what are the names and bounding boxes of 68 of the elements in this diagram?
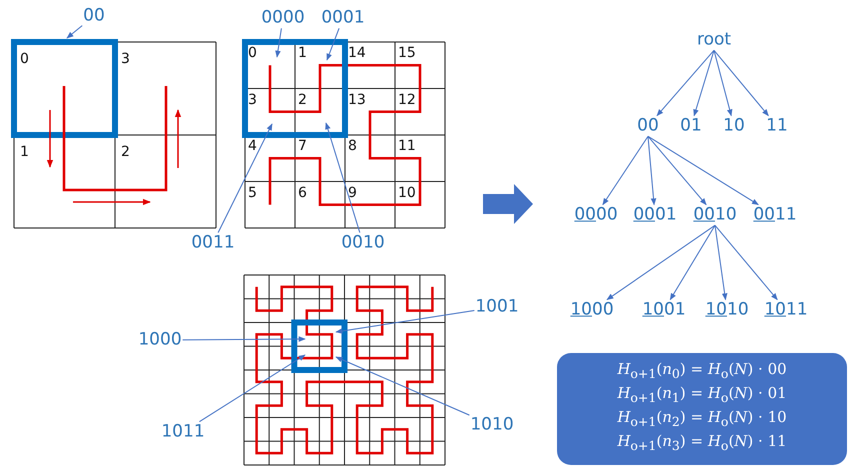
leader-line [335, 310, 475, 334]
cell-number: 13 [348, 92, 366, 106]
cell-number: 6 [298, 186, 307, 200]
cell-number: 1 [20, 145, 29, 159]
tree-node-label: 01 [680, 116, 702, 136]
tree-node-label: 1010 [705, 300, 749, 320]
leader-line [335, 356, 470, 416]
tree-node-label: 0010 [693, 206, 737, 224]
callout-label: 0000 [261, 8, 305, 28]
callout-label: 1011 [161, 422, 205, 442]
cell-number: 3 [248, 92, 257, 106]
callout-label: 1001 [475, 298, 519, 316]
arrow [602, 136, 648, 206]
callout-label: 0010 [341, 234, 385, 252]
arrow [714, 50, 769, 116]
tree-node-label: 1011 [764, 300, 808, 320]
tree-node-label: 1000 [570, 300, 614, 320]
equation: H$_{o+1}$(n$_{0}$) = H$_{o}$(N) · 00 [617, 359, 787, 381]
leader-line [325, 122, 360, 234]
cell-number: 11 [398, 139, 416, 153]
tree-node-label: 10 [723, 116, 745, 136]
cell-number: 0 [20, 52, 29, 66]
tree-node-label: 0000 [574, 206, 618, 224]
tree-node-label: 11 [766, 116, 788, 136]
cell-number: 9 [348, 186, 357, 200]
formula-panel [557, 353, 847, 465]
cell-number: 1 [298, 46, 307, 60]
arrow [606, 224, 716, 300]
cell-number: 0 [248, 46, 257, 60]
leader-line [66, 25, 83, 38]
cell-number: 15 [398, 46, 416, 60]
cell-number: 7 [298, 139, 307, 153]
tree-node-label: 1001 [642, 300, 686, 320]
arrow [656, 50, 714, 116]
cell-number: 12 [398, 92, 416, 106]
arrow [648, 136, 656, 206]
cell-number: 14 [348, 46, 366, 60]
leader-line [182, 336, 306, 342]
tree-node-label: root [696, 30, 732, 50]
arrow [714, 224, 778, 300]
arrow [648, 136, 707, 206]
leader-line [275, 28, 282, 58]
callout-label: 0001 [321, 8, 365, 28]
arrow [693, 50, 714, 116]
cell-number: 2 [121, 145, 130, 159]
leader-line [326, 28, 340, 61]
arrow [714, 224, 728, 300]
leader-line [218, 123, 272, 234]
callout-label: 1000 [138, 330, 182, 350]
callout-label: 00 [83, 6, 105, 26]
cell-number: 2 [298, 92, 307, 106]
callout-label: 0011 [191, 234, 235, 252]
equation: H$_{o+1}$(n$_{1}$) = H$_{o}$(N) · 01 [617, 383, 787, 405]
cell-number: 5 [248, 186, 257, 200]
equation: H$_{o+1}$(n$_{2}$) = H$_{o}$(N) · 10 [617, 407, 787, 429]
arrow [714, 50, 732, 116]
cell-number: 3 [121, 52, 130, 66]
arrow [670, 224, 716, 300]
cell-number: 4 [248, 139, 257, 153]
arrow [648, 136, 759, 206]
callout-label: 1010 [470, 416, 514, 434]
tree-node-label: 0011 [753, 206, 797, 224]
equation: H$_{o+1}$(n$_{3}$) = H$_{o}$(N) · 11 [617, 431, 787, 453]
tree-node-label: 00 [637, 116, 659, 136]
leader-line [198, 354, 306, 422]
cell-number: 8 [348, 139, 357, 153]
tree-node-label: 0001 [633, 206, 677, 224]
cell-number: 10 [398, 186, 416, 200]
